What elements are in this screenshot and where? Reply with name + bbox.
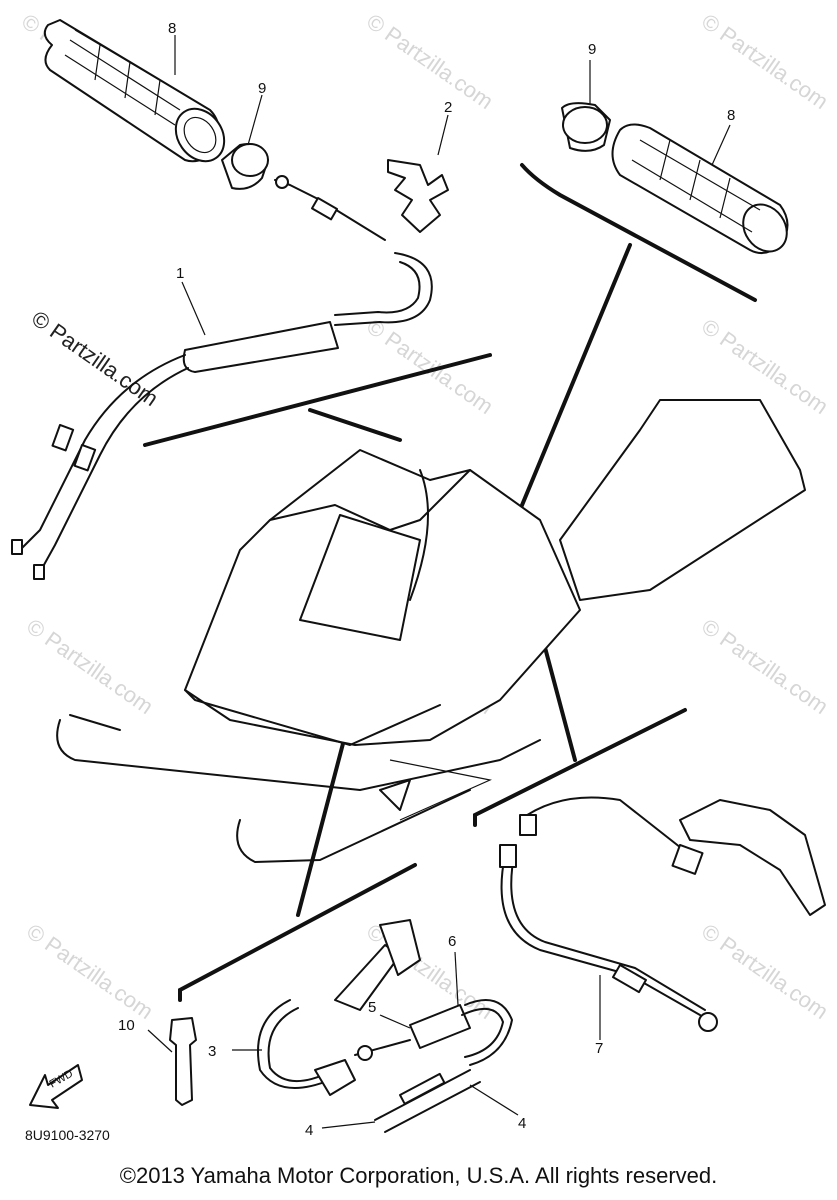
callout-9-left: 9 <box>258 80 266 97</box>
connector-part <box>354 999 513 1066</box>
collar-left-part <box>221 143 269 190</box>
clip-part <box>387 159 449 233</box>
arrow-throttle <box>308 408 402 442</box>
grip-right-part <box>611 123 789 255</box>
watermark: © Partzilla.com <box>697 9 833 115</box>
callout-1: 1 <box>176 265 184 282</box>
callout-4-right: 4 <box>518 1115 526 1132</box>
callout-2: 2 <box>444 99 452 116</box>
brake-cable-part <box>499 796 826 1032</box>
bracket-line-left <box>143 353 492 447</box>
callout-leaders <box>147 35 731 1129</box>
bracket-line-right <box>520 163 757 302</box>
watermark: © Partzilla.com <box>22 614 158 720</box>
watermark: © Partzilla.com <box>22 919 158 1025</box>
watermark: © Partzilla.com <box>362 9 498 115</box>
callout-10: 10 <box>118 1017 135 1034</box>
copyright-footer: ©2013 Yamaha Motor Corporation, U.S.A. A… <box>119 1163 718 1188</box>
bracket-line-switch <box>178 863 417 1002</box>
callout-5: 5 <box>368 999 376 1016</box>
callout-9-right: 9 <box>588 41 596 58</box>
watermark-dark: © Partzilla.com <box>27 306 163 412</box>
collar-right-part <box>561 102 611 152</box>
watermark: © Partzilla.com <box>362 314 498 420</box>
snowmobile-body <box>56 399 806 863</box>
callout-7: 7 <box>595 1040 603 1057</box>
callout-4-left: 4 <box>305 1122 313 1139</box>
callout-3: 3 <box>208 1043 216 1060</box>
callout-8-right: 8 <box>727 107 735 124</box>
bracket-line-brake <box>473 708 687 827</box>
throttle-cable-part <box>11 252 433 580</box>
grip-left-part <box>43 19 226 163</box>
key-part <box>169 1017 197 1106</box>
watermark: © Partzilla.com <box>697 919 833 1025</box>
wire-part <box>374 1069 481 1133</box>
arrow-right-grip <box>518 243 632 512</box>
diagram-code: 8U9100-3270 <box>25 1127 110 1143</box>
callout-8-left: 8 <box>168 20 176 37</box>
callout-6: 6 <box>448 933 456 950</box>
watermark: © Partzilla.com <box>697 614 833 720</box>
switch-harness-part <box>257 919 421 1096</box>
fwd-arrow-icon: FWD <box>29 1064 83 1109</box>
